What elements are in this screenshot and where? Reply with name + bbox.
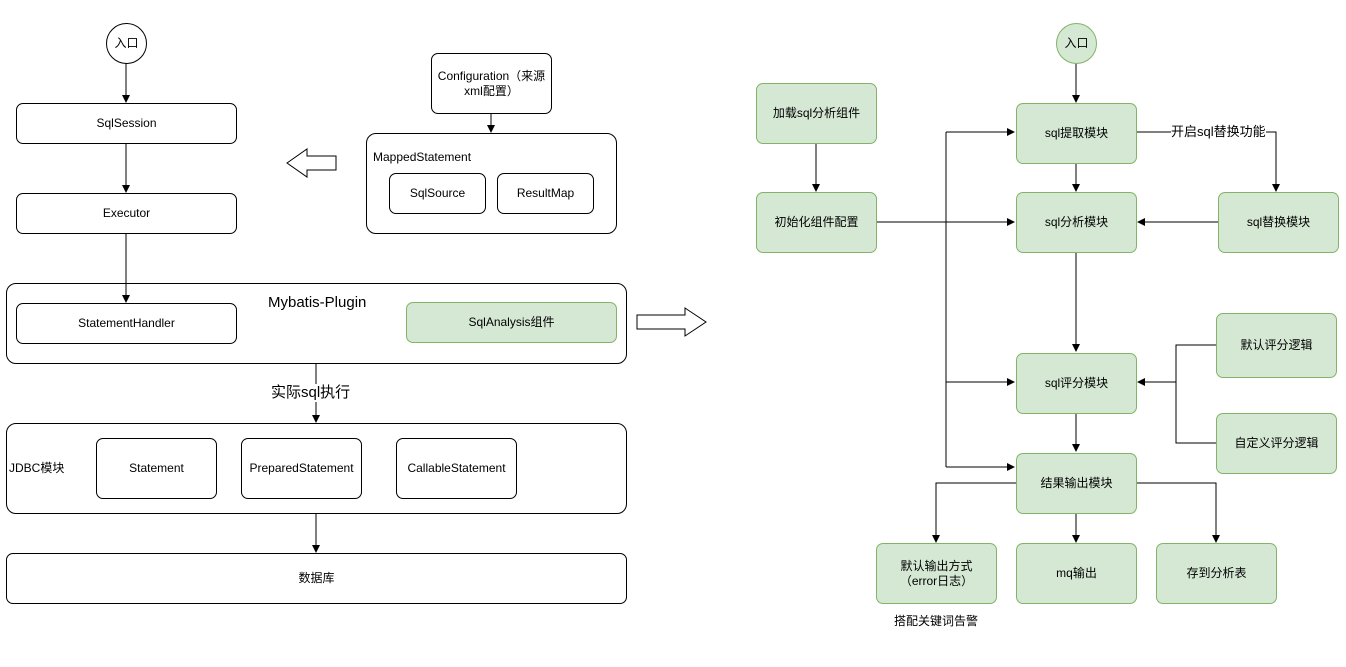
table-output-node: 存到分析表 [1156,543,1277,604]
edge-output-default [932,482,1016,543]
sql-score-node: sql评分模块 [1016,353,1137,414]
left-entry-node: 入口 [106,23,147,64]
enable-replace-label: 开启sql替换功能 [1171,124,1266,140]
resultmap-node: ResultMap [497,173,594,214]
database-node: 数据库 [6,553,627,604]
edge-output-table [1136,482,1220,543]
right-entry-node: 入口 [1056,23,1097,64]
right-block-arrow-icon [636,307,707,337]
default-output-node: 默认输出方式（error日志） [876,543,997,604]
default-score-node: 默认评分逻辑 [1216,313,1337,378]
edge-default-score-bracket [1175,344,1216,444]
sqlsession-node: SqlSession [16,103,237,144]
actual-sql-exec-label: 实际sql执行 [271,384,351,402]
init-config-node: 初始化组件配置 [756,192,877,253]
sqlanalysis-component-node: SqlAnalysis组件 [406,302,617,343]
configuration-node: Configuration（来源xml配置） [431,53,552,114]
mq-output-node: mq输出 [1016,543,1137,604]
executor-node: Executor [16,193,237,234]
sql-extract-node: sql提取模块 [1016,103,1137,164]
jdbc-container [6,423,627,514]
mybatis-plugin-container [6,283,627,364]
prepared-statement-node: PreparedStatement [241,438,362,499]
mybatis-plugin-title: Mybatis-Plugin [268,294,367,311]
keyword-alert-label: 搭配关键词告警 [894,614,979,628]
custom-score-node: 自定义评分逻辑 [1216,413,1337,474]
jdbc-label: JDBC模块 [9,461,65,475]
statement-handler-node: StatementHandler [16,303,237,344]
statement-node: Statement [96,438,217,499]
mapped-statement-label: MappedStatement [373,150,472,164]
mapped-statement-container [366,133,617,234]
left-block-arrow-icon [286,148,337,178]
sql-replace-node: sql替换模块 [1218,192,1339,253]
edge-extract-replace [1136,131,1280,192]
load-component-node: 加载sql分析组件 [756,83,877,144]
callable-statement-node: CallableStatement [396,438,517,499]
result-output-node: 结果输出模块 [1016,453,1137,514]
sql-analysis-node: sql分析模块 [1016,192,1137,253]
sqlsource-node: SqlSource [389,173,486,214]
